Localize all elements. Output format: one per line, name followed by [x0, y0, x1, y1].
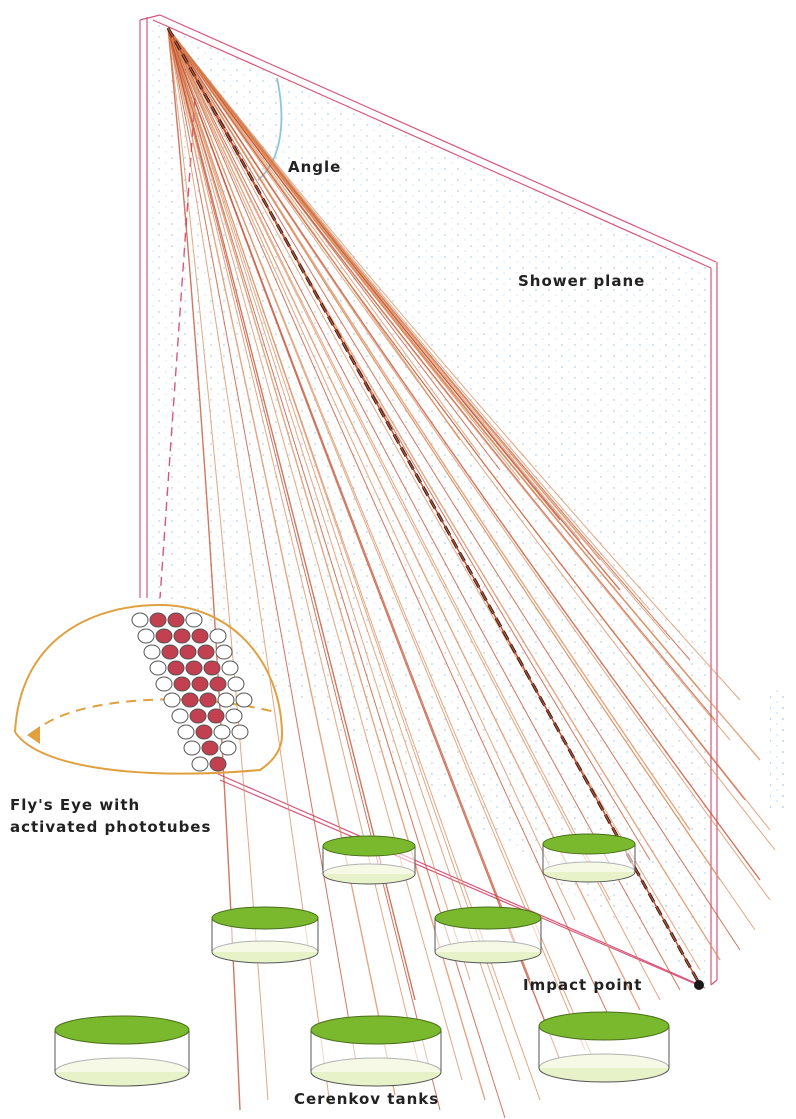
phototube-inactive [210, 629, 226, 643]
tank-top [435, 907, 541, 929]
cerenkov-tank [539, 1012, 669, 1082]
flys-eye-label-line1: Fly's Eye with [10, 796, 140, 814]
dome-arrow-head [27, 726, 40, 744]
phototube-active [196, 725, 212, 739]
tank-top [323, 836, 415, 856]
phototube-active [168, 613, 184, 627]
phototube-inactive [236, 693, 252, 707]
flys-eye-label-line2: activated phototubes [10, 818, 211, 836]
phototube-inactive [222, 661, 238, 675]
tank-top [212, 907, 318, 929]
phototube-inactive [214, 725, 230, 739]
phototube-active [202, 741, 218, 755]
cerenkov-tank [311, 1016, 441, 1086]
phototube-active [180, 645, 196, 659]
phototube-active [204, 661, 220, 675]
cerenkov-tanks-label: Cerenkov tanks [294, 1090, 439, 1108]
phototube-inactive [232, 725, 248, 739]
cerenkov-tank [543, 834, 635, 882]
cerenkov-tank [323, 836, 415, 884]
phototube-inactive [184, 741, 200, 755]
phototube-active [156, 629, 172, 643]
phototube-active [186, 661, 202, 675]
phototube-active [168, 661, 184, 675]
phototube-inactive [218, 693, 234, 707]
phototube-active [210, 677, 226, 691]
phototube-active [200, 693, 216, 707]
phototube-inactive [164, 693, 180, 707]
impact-point-label: Impact point [523, 976, 642, 994]
phototube-active [192, 629, 208, 643]
phototube-active [208, 709, 224, 723]
phototube-active [162, 645, 178, 659]
phototube-inactive [192, 757, 208, 771]
phototube-active [174, 629, 190, 643]
phototube-inactive [156, 677, 172, 691]
angle-label: Angle [288, 158, 341, 176]
impact-point-marker [694, 980, 704, 990]
phototube-active [174, 677, 190, 691]
phototube-active [182, 693, 198, 707]
edge-dots [770, 690, 784, 810]
cerenkov-tank-array [55, 834, 669, 1086]
phototube-inactive [150, 661, 166, 675]
phototube-active [210, 757, 226, 771]
phototube-active [150, 613, 166, 627]
phototube-active [198, 645, 214, 659]
cerenkov-tank [435, 907, 541, 963]
tank-top [311, 1016, 441, 1044]
phototube-inactive [172, 709, 188, 723]
phototube-inactive [228, 677, 244, 691]
phototube-inactive [226, 709, 242, 723]
tank-top [539, 1012, 669, 1040]
cerenkov-tank [55, 1016, 189, 1086]
tank-top [55, 1016, 189, 1044]
cerenkov-tank [212, 907, 318, 963]
shower-plane-label: Shower plane [518, 272, 645, 290]
phototube-inactive [144, 645, 160, 659]
phototube-inactive [216, 645, 232, 659]
phototube-inactive [220, 741, 236, 755]
phototube-inactive [186, 613, 202, 627]
phototube-active [192, 677, 208, 691]
phototube-inactive [178, 725, 194, 739]
phototube-inactive [138, 629, 154, 643]
tank-top [543, 834, 635, 854]
phototube-active [190, 709, 206, 723]
phototube-inactive [132, 613, 148, 627]
